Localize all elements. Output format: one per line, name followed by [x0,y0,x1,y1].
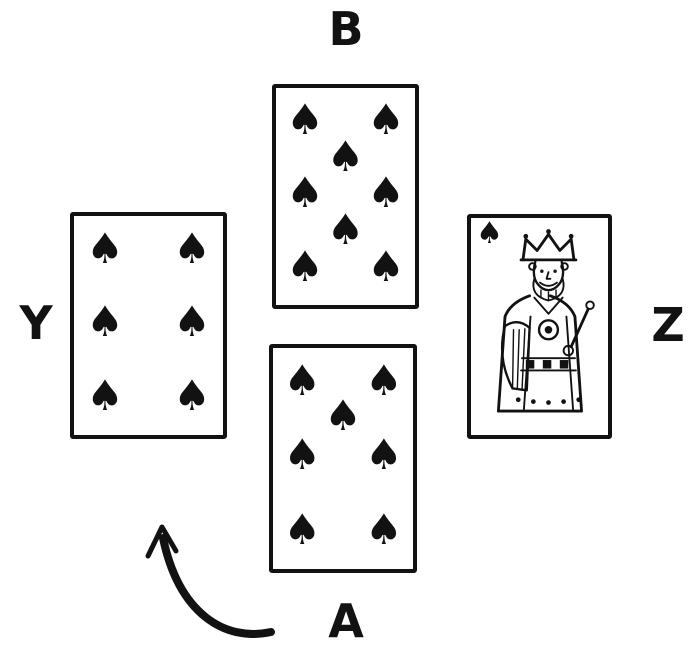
card-A: ♠♠♠♠♠♠♠ [269,344,417,573]
spade-pip: ♠ [286,168,324,218]
spade-pip: ♠ [286,95,324,145]
card-Z: ♠ [467,214,612,439]
spade-pip: ♠ [364,430,403,480]
spade-pip: ♠ [326,131,365,181]
spade-pip: ♠ [283,355,322,405]
pip-grid: ♠♠♠♠♠♠♠ [275,354,411,561]
spade-pip: ♠ [86,371,124,421]
pip-grid: ♠♠♠♠♠♠♠♠ [278,94,413,297]
spade-pip: ♠ [86,223,124,273]
spade-pip: ♠ [173,371,211,421]
player-label-A: A [328,594,364,648]
card-B: ♠♠♠♠♠♠♠♠ [272,84,419,309]
spade-pip: ♠ [324,391,362,441]
spade-corner-pip: ♠ [476,216,503,251]
spade-pip: ♠ [173,223,211,273]
spade-pip: ♠ [326,205,365,254]
spade-pip: ♠ [367,95,405,145]
spade-pip: ♠ [364,504,403,554]
spade-pip: ♠ [86,297,124,347]
king-figure [496,229,595,413]
spade-pip: ♠ [367,241,405,291]
player-label-B: B [328,2,364,56]
spade-pip: ♠ [283,430,322,480]
player-label-Y: Y [19,296,53,350]
pip-grid: ♠ ♠ ♠ ♠ ♠ ♠ [76,222,221,427]
spade-pip: ♠ [364,355,403,405]
card-Y: ♠ ♠ ♠ ♠ ♠ ♠ [70,212,227,439]
spade-pip: ♠ [286,241,324,291]
spade-pip: ♠ [283,504,322,554]
spade-pip: ♠ [173,297,211,347]
play-direction-arrow-icon [145,524,275,638]
player-label-Z: Z [651,298,685,352]
spade-pip: ♠ [367,168,405,218]
